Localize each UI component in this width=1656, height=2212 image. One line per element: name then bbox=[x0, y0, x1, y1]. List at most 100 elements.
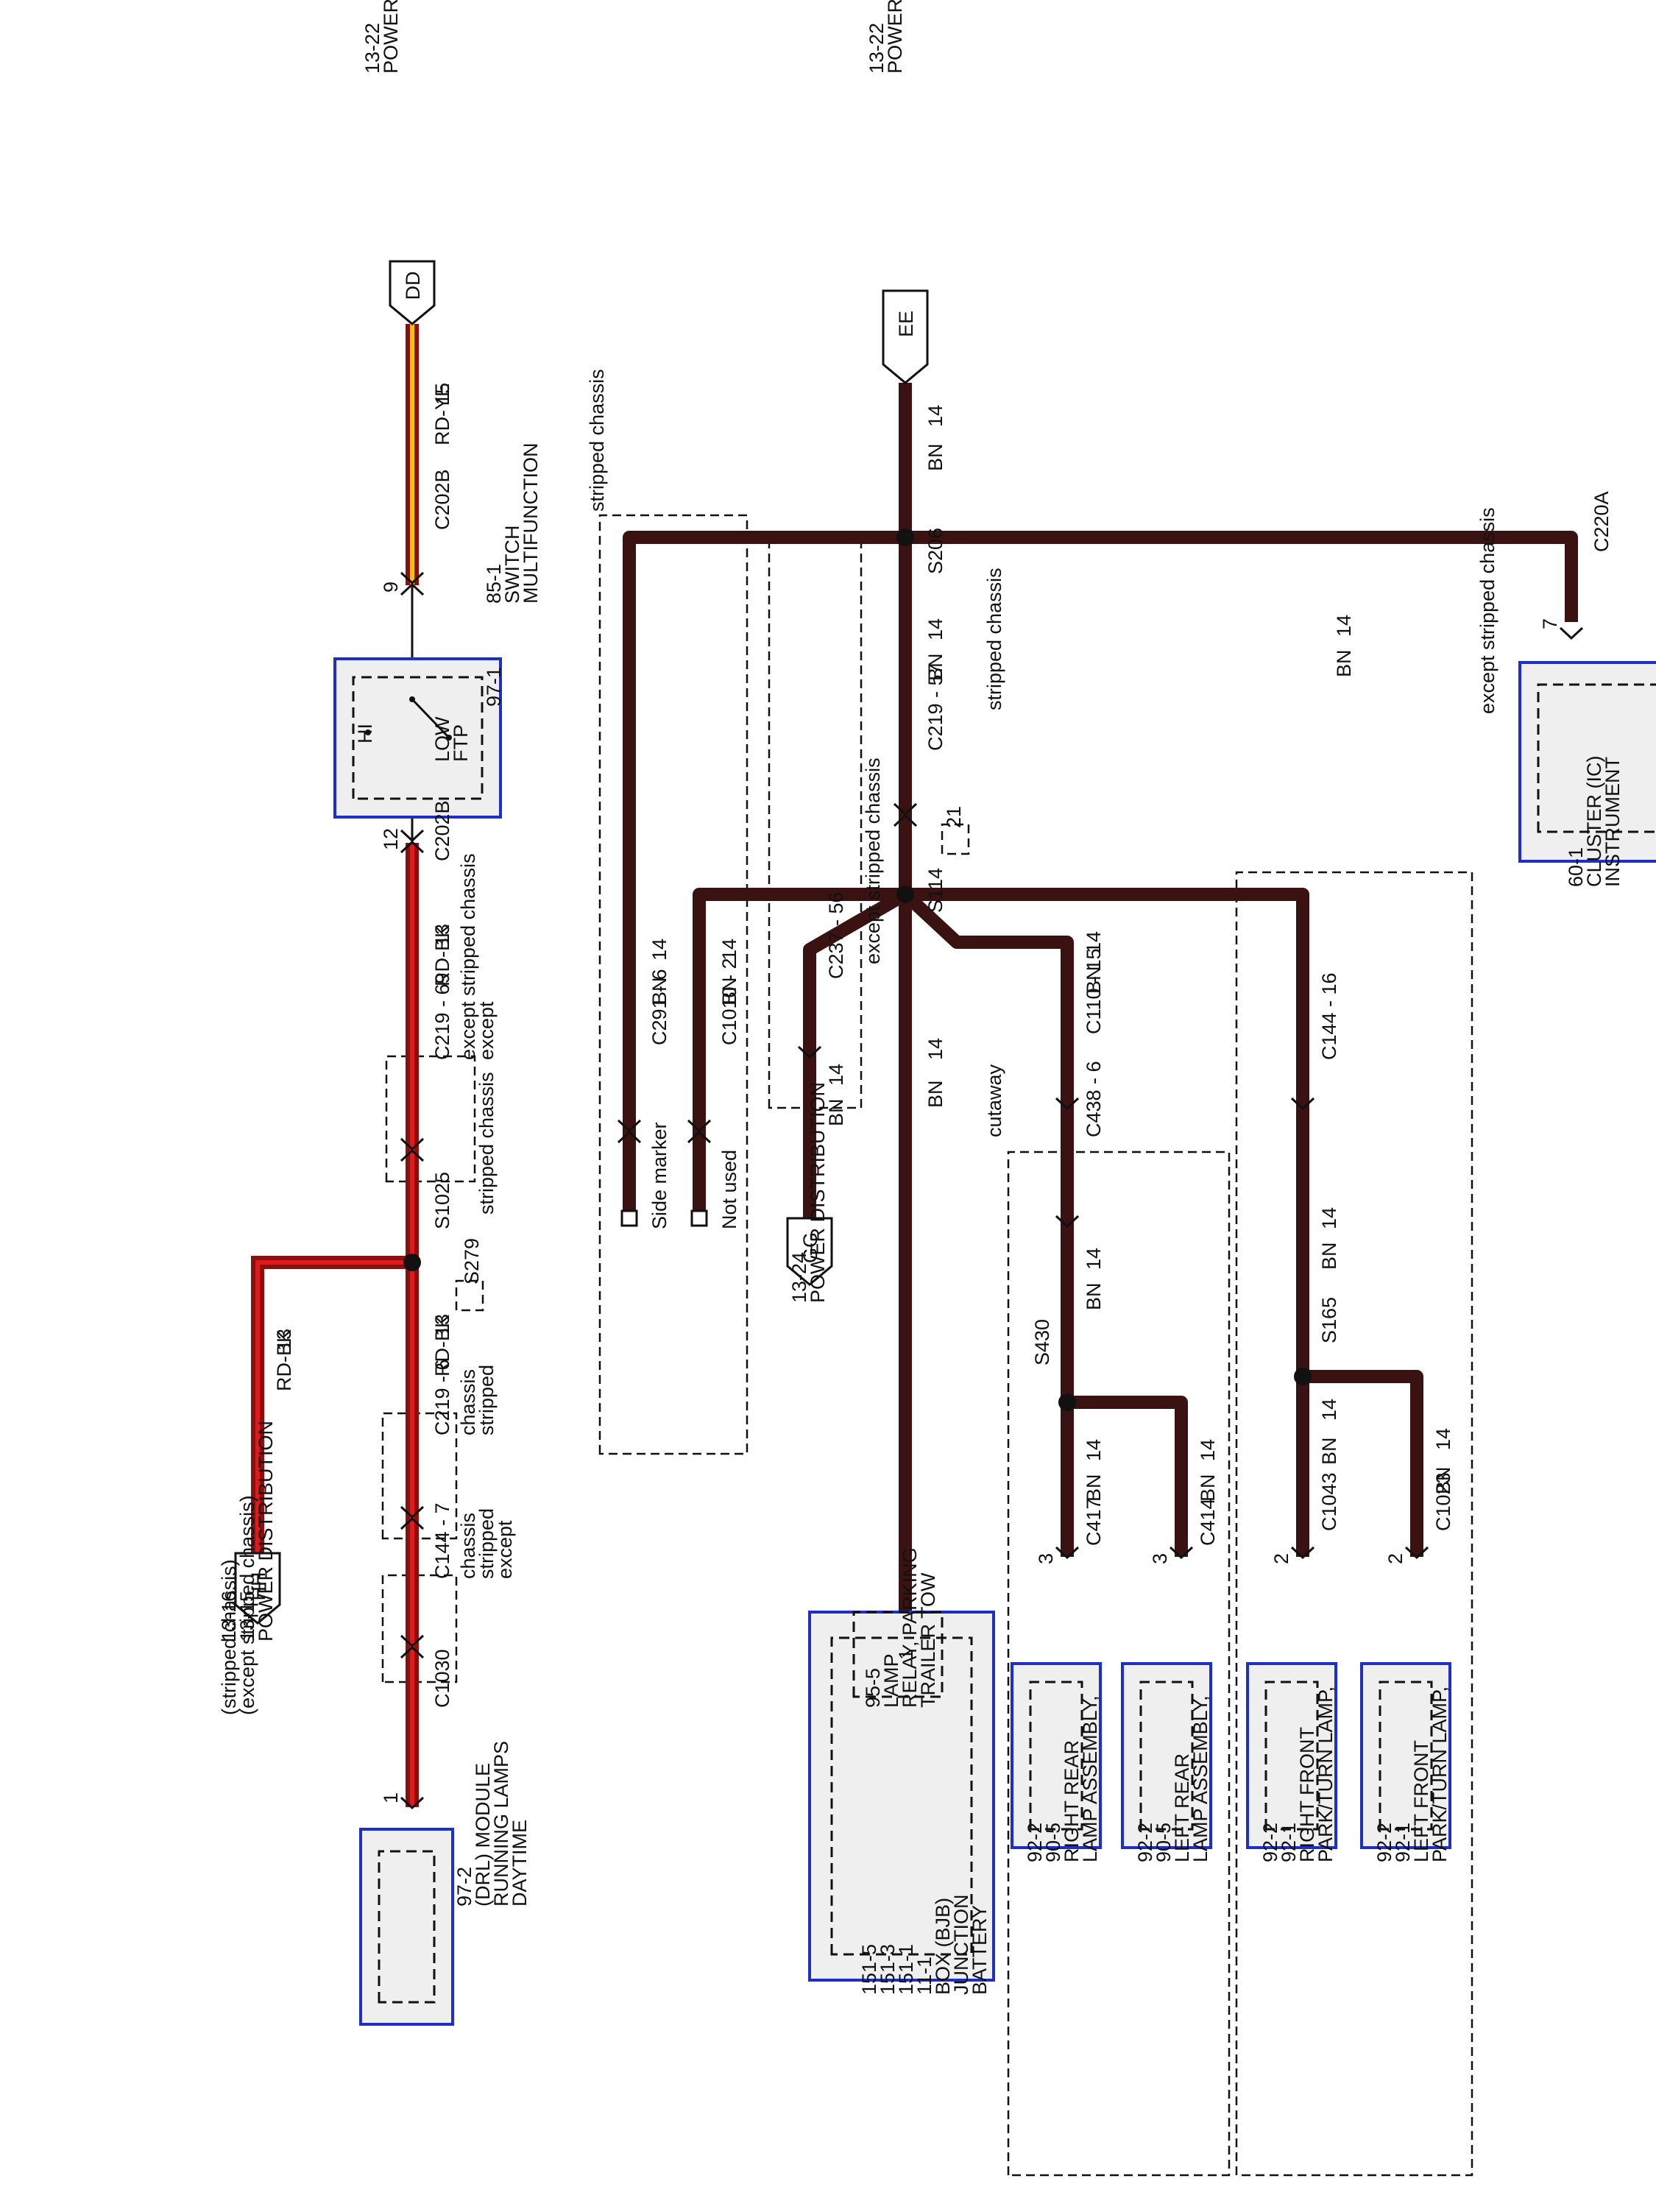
park-lf-name-2: LEFT FRONT bbox=[1410, 1740, 1432, 1862]
bn-color-rear: BN bbox=[1083, 966, 1105, 994]
switch-low: LOW bbox=[431, 716, 453, 762]
c291-6-label: C291 - 6 bbox=[648, 969, 670, 1045]
switch-name-1: MULTIFUNCTION bbox=[520, 443, 542, 604]
region-s279 bbox=[455, 1279, 484, 1312]
bjb-inner-2: RELAY, PARKING bbox=[899, 1547, 921, 1708]
wire-bn-lamp-lr bbox=[1067, 1396, 1188, 1557]
gg-ref-page: 13-24 bbox=[788, 1252, 810, 1303]
hh-ref-note2: (stripped chassis) bbox=[218, 1559, 240, 1715]
drl-name-1: DAYTIME bbox=[509, 1820, 531, 1907]
not-used-terminal bbox=[690, 1209, 708, 1227]
note-stripped-side: stripped chassis bbox=[586, 369, 608, 512]
bn-gauge-bjb: 14 bbox=[924, 1038, 946, 1060]
splice-s430 bbox=[1058, 1393, 1076, 1411]
ic-pin: 7 bbox=[1539, 618, 1561, 629]
park-rf-ref-1: 92-1 bbox=[1278, 1823, 1300, 1862]
rdbk-color-3: RD-BK bbox=[273, 1329, 295, 1391]
lamp-rr-box bbox=[1011, 1662, 1102, 1849]
bn-color-notused: BN bbox=[718, 977, 740, 1005]
switch-contact-low bbox=[446, 735, 452, 741]
switch-hi: HI bbox=[354, 724, 376, 743]
note-cutaway: cutaway bbox=[983, 1064, 1005, 1137]
bn-color-gg: BN bbox=[825, 1098, 847, 1126]
park-lf-name-1: PARK/TURN LAMP, bbox=[1429, 1686, 1451, 1862]
bjb-name-1: BATTERY bbox=[969, 1905, 991, 1995]
bn-color-rf: BN bbox=[1318, 1437, 1340, 1465]
multifunction-switch-inner bbox=[352, 676, 484, 800]
note-stripped-s21: stripped chassis bbox=[983, 568, 1005, 710]
c220a-label: C220A bbox=[1590, 491, 1613, 552]
bn-color-s206: BN bbox=[924, 653, 946, 681]
splice-s206 bbox=[896, 529, 914, 546]
lamp-rr-name-2: RIGHT REAR bbox=[1061, 1740, 1083, 1862]
flag-ee-label: EE bbox=[895, 311, 917, 337]
park-lf-box bbox=[1360, 1662, 1451, 1849]
bjb-inner bbox=[830, 1636, 973, 1956]
bjb-ref-1: 11-1 bbox=[913, 1957, 935, 1995]
region-c219-6 bbox=[381, 1412, 458, 1540]
park-rf-inner bbox=[1264, 1681, 1319, 1831]
ee-ref-page: 13-22 bbox=[866, 23, 888, 74]
note-chassis-3: chassis bbox=[457, 1513, 479, 1579]
region-cutaway bbox=[1007, 1151, 1231, 2177]
drl-ref: 97-2 bbox=[453, 1867, 475, 1907]
c202b-in-label: C202B bbox=[431, 469, 453, 530]
ic-name-2: CLUSTER (IC) bbox=[1583, 755, 1605, 887]
c219-57-label: C219 - 57 bbox=[924, 663, 946, 751]
bn-gauge-ee: 14 bbox=[924, 405, 946, 427]
c417-label: C417 bbox=[1083, 1498, 1105, 1546]
wire-rd-bk-branch bbox=[251, 1256, 412, 1553]
bn-color-lr: BN bbox=[1197, 1474, 1219, 1502]
lamp-lr-ref-1: 90-5 bbox=[1153, 1823, 1175, 1862]
hh-ref-page2: 13-16 bbox=[218, 1591, 240, 1642]
bjb-inner-1: TRAILER TOW bbox=[917, 1572, 939, 1708]
bn-gauge-lr: 14 bbox=[1197, 1439, 1219, 1461]
rdbk-gauge-2: 13 bbox=[431, 1314, 453, 1336]
region-c144-7 bbox=[381, 1574, 458, 1683]
bn-gauge-rr: 14 bbox=[1083, 1439, 1105, 1461]
note-stripped-3: stripped bbox=[475, 1508, 498, 1579]
rdbk-gauge-3: 13 bbox=[273, 1329, 295, 1351]
park-lf-ref-2: 92-2 bbox=[1373, 1823, 1395, 1862]
note-except-3: except bbox=[494, 1520, 516, 1579]
flag-dd-label: DD bbox=[402, 272, 424, 300]
s21-label: 21 bbox=[943, 806, 965, 828]
c1010-2-label: C1010 - 2 bbox=[718, 958, 740, 1045]
drl-name-3: (DRL) MODULE bbox=[472, 1763, 494, 1907]
flag-dd bbox=[389, 260, 436, 325]
park-lf-pin: 2 bbox=[1384, 1553, 1406, 1564]
lamp-lr-pin: 3 bbox=[1149, 1553, 1171, 1564]
note-stripped-2: stripped bbox=[475, 1365, 498, 1435]
s206-label: S206 bbox=[924, 528, 946, 574]
bn-color-lf: BN bbox=[1432, 1466, 1454, 1494]
bn-color-front: BN bbox=[1318, 1242, 1340, 1270]
dd-color: RD-YE bbox=[431, 384, 453, 445]
s279-label: S279 bbox=[461, 1238, 483, 1285]
note-except-1: except bbox=[475, 1001, 498, 1060]
hh-ref-label: POWER DISTRIBUTION bbox=[255, 1421, 277, 1642]
bn-color-bjb: BN bbox=[924, 1080, 946, 1108]
bn-gauge-side: 14 bbox=[648, 939, 670, 961]
drl-name-2: RUNNING LAMPS bbox=[490, 1741, 512, 1907]
park-rf-box bbox=[1246, 1662, 1337, 1849]
lamp-rr-ref-1: 90-5 bbox=[1042, 1823, 1064, 1862]
lamp-lr-inner bbox=[1139, 1681, 1194, 1831]
wire-bn-side-marker bbox=[623, 531, 905, 1218]
bn-gauge-lf: 14 bbox=[1432, 1428, 1454, 1450]
lamp-lr-name-1: LAMP ASSEMBLY, bbox=[1189, 1695, 1211, 1862]
switch-pin-out: 12 bbox=[380, 828, 402, 850]
bn-color-ee: BN bbox=[924, 443, 946, 471]
rdbk-gauge-1: 13 bbox=[431, 924, 453, 946]
bjb-ref-3: 151-3 bbox=[877, 1944, 899, 1995]
park-lf-inner bbox=[1379, 1681, 1433, 1831]
drl-module-inner bbox=[378, 1850, 436, 2004]
c237-56-label: C237 - 56 bbox=[825, 891, 847, 979]
inline-connectors bbox=[400, 571, 1584, 1810]
multifunction-switch-box bbox=[333, 657, 502, 819]
bn-gauge-notused: 14 bbox=[718, 939, 740, 961]
bjb-inner-ref: 95-5 bbox=[862, 1668, 884, 1708]
c144-16-label: C144 - 16 bbox=[1318, 972, 1340, 1060]
bn-gauge-s206: 14 bbox=[924, 618, 946, 640]
flag-hh-label: HH bbox=[247, 1572, 269, 1601]
